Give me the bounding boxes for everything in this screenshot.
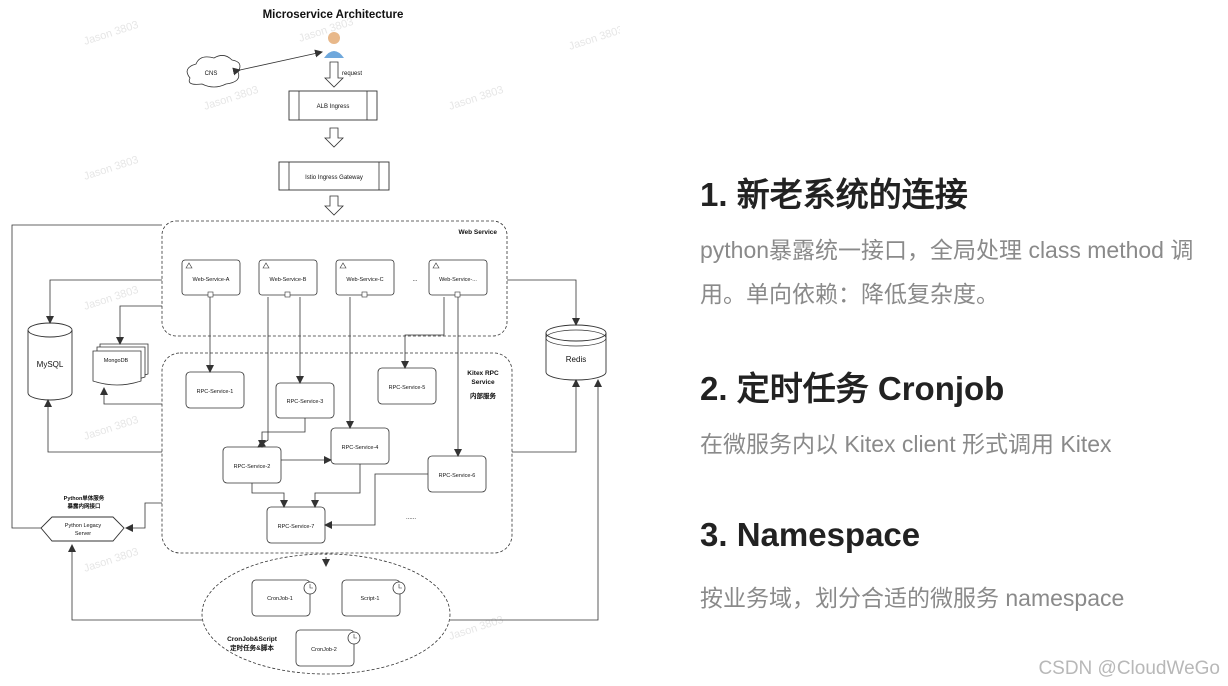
section-heading: 1. 新老系统的连接 bbox=[700, 176, 968, 213]
watermark: Jason 3803 bbox=[447, 84, 505, 113]
cns-label: CNS bbox=[205, 71, 218, 77]
web-service-label: Web-Service-A bbox=[193, 277, 230, 283]
redis-label: Redis bbox=[566, 355, 586, 364]
web-service-label: Web-Service-... bbox=[439, 277, 477, 283]
rpc-label: RPC-Service-4 bbox=[342, 445, 379, 451]
watermark: Jason 3803 bbox=[82, 154, 140, 183]
kitex-title: Service bbox=[471, 379, 495, 386]
rpc-service-7: RPC-Service-7 bbox=[266, 506, 326, 544]
rpc-service-2: RPC-Service-2 bbox=[222, 446, 282, 484]
python-server-label: Server bbox=[75, 531, 91, 537]
alb-label: ALB Ingress bbox=[317, 104, 350, 110]
footer-watermark: CSDN @CloudWeGo bbox=[1038, 658, 1220, 679]
istio-label: Istio Ingress Gateway bbox=[305, 175, 363, 181]
rpc-label: RPC-Service-5 bbox=[389, 385, 426, 391]
user-icon bbox=[324, 32, 344, 58]
section-heading: 3. Namespace bbox=[700, 516, 921, 553]
kitex-title: 内部服务 bbox=[470, 391, 497, 400]
job-label: CronJob-2 bbox=[311, 647, 337, 653]
mongodb-label: MongoDB bbox=[104, 358, 129, 364]
architecture-diagram: Jason 3803 Jason 3803 Jason 3803 Jason 3… bbox=[11, 9, 620, 675]
mysql-label: MySQL bbox=[37, 360, 64, 369]
section-text: 在微服务内以 Kitex client 形式调用 Kitex bbox=[700, 431, 1112, 457]
web-service-c: Web-Service-C bbox=[335, 259, 395, 296]
python-label: 暴露内网接口 bbox=[66, 502, 100, 510]
watermark: Jason 3803 bbox=[82, 546, 140, 575]
mongodb-db: MongoDB bbox=[92, 343, 149, 386]
request-label: request bbox=[342, 71, 362, 77]
rpc-label: RPC-Service-7 bbox=[278, 524, 315, 530]
cron-title: CronJob&Script bbox=[227, 636, 278, 643]
alb-ingress: ALB Ingress bbox=[288, 90, 378, 121]
rpc-label: RPC-Service-6 bbox=[439, 473, 476, 479]
diagram-title: Microservice Architecture bbox=[263, 9, 404, 21]
watermark: Jason 3803 bbox=[82, 414, 140, 443]
redis-db: Redis bbox=[545, 324, 607, 381]
istio-gateway: Istio Ingress Gateway bbox=[278, 161, 390, 191]
rpc-service-4: RPC-Service-4 bbox=[330, 427, 390, 465]
rpc-label: RPC-Service-3 bbox=[287, 399, 324, 405]
rpc-service-1: RPC-Service-1 bbox=[185, 371, 245, 409]
watermark: Jason 3803 bbox=[447, 614, 505, 643]
web-service-title: Web Service bbox=[458, 229, 497, 236]
watermark: Jason 3803 bbox=[82, 284, 140, 313]
rpc-label: RPC-Service-1 bbox=[197, 389, 234, 395]
mysql-db: MySQL bbox=[27, 322, 73, 401]
web-service-container bbox=[161, 220, 508, 337]
web-service-b: Web-Service-B bbox=[258, 259, 318, 296]
rpc-service-6: RPC-Service-6 bbox=[427, 455, 487, 493]
rpc-ellipsis: ...... bbox=[406, 515, 416, 521]
web-service-more: Web-Service-... bbox=[428, 259, 488, 296]
web-service-label: Web-Service-C bbox=[346, 277, 383, 283]
watermark: Jason 3803 bbox=[82, 19, 140, 48]
cron-title: 定时任务&脚本 bbox=[229, 643, 274, 652]
rpc-service-5: RPC-Service-5 bbox=[377, 367, 437, 405]
web-service-a: Web-Service-A bbox=[181, 259, 241, 296]
cronjob-1: CronJob-1 bbox=[251, 579, 317, 617]
cns-cloud: CNS bbox=[186, 55, 241, 88]
job-label: CronJob-1 bbox=[267, 596, 293, 602]
web-ellipsis: ... bbox=[412, 277, 417, 283]
web-service-label: Web-Service-B bbox=[270, 277, 307, 283]
rpc-service-3: RPC-Service-3 bbox=[275, 382, 335, 419]
cronjob-2: CronJob-2 bbox=[295, 629, 361, 667]
watermark: Jason 3803 bbox=[202, 84, 260, 113]
script-1: Script-1 bbox=[341, 579, 406, 617]
python-server-label: Python Legacy bbox=[65, 523, 102, 529]
python-legacy-server: Python Legacy Server bbox=[40, 516, 125, 542]
job-label: Script-1 bbox=[361, 596, 380, 602]
section-text: python暴露统一接口，全局处理 class method 调用。单向依赖：降… bbox=[700, 237, 1194, 307]
python-label: Python单体服务 bbox=[64, 494, 105, 502]
section-text: 按业务域，划分合适的微服务 namespace bbox=[700, 585, 1125, 611]
kitex-title: Kitex RPC bbox=[467, 370, 499, 377]
section-heading: 2. 定时任务 Cronjob bbox=[700, 370, 1005, 407]
watermark: Jason 3803 bbox=[567, 24, 620, 53]
rpc-label: RPC-Service-2 bbox=[234, 464, 271, 470]
